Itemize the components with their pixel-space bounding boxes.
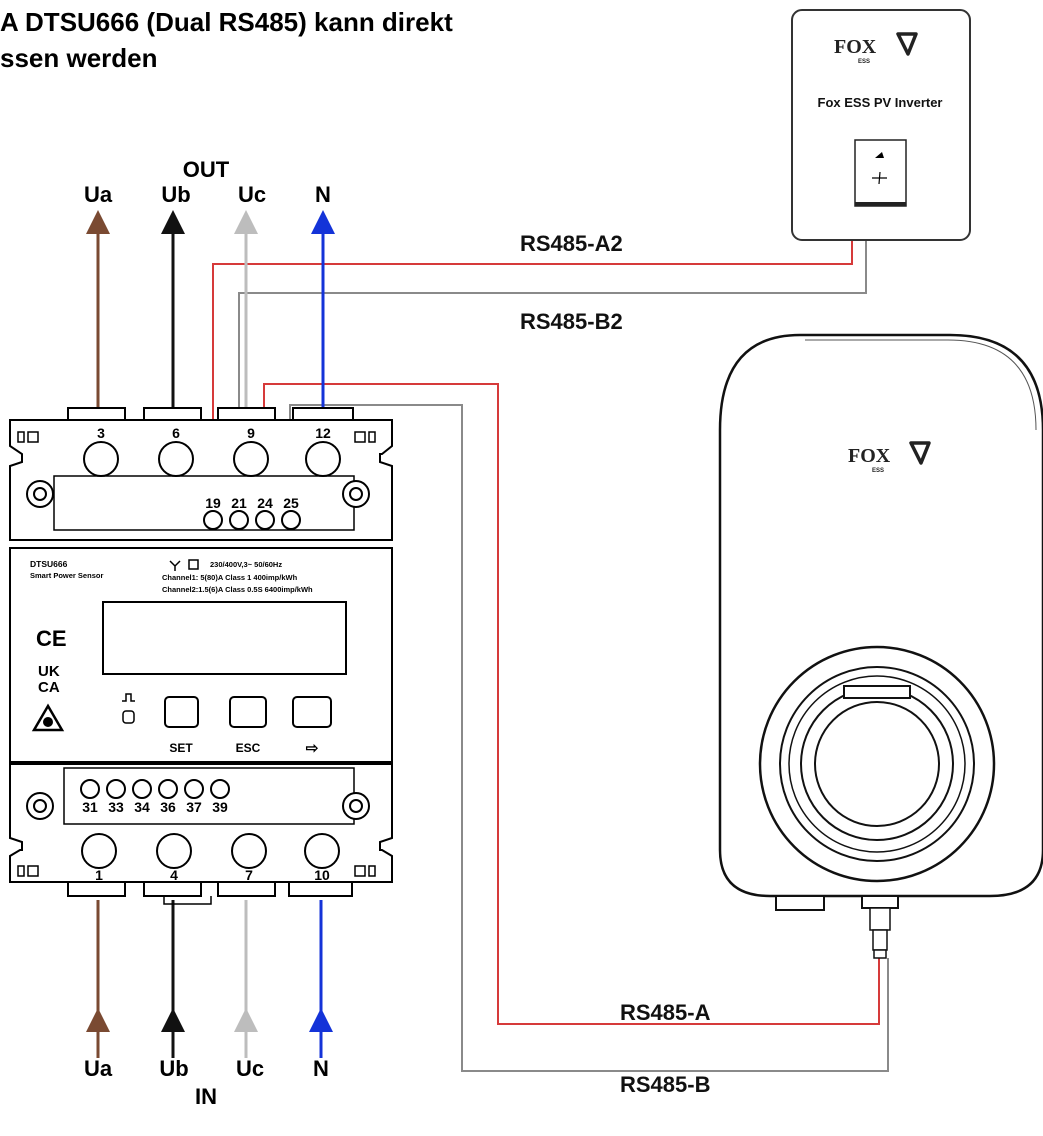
terminal-31: 31 — [82, 799, 98, 815]
out-label-ua: Ua — [84, 182, 113, 207]
meter-subtitle: Smart Power Sensor — [30, 571, 103, 580]
ce-mark: CE — [36, 626, 67, 651]
label-rs485-a2: RS485-A2 — [520, 231, 623, 256]
terminal-9: 9 — [247, 425, 255, 441]
out-title: OUT — [183, 157, 230, 182]
arrow-in-n — [309, 1008, 333, 1032]
terminal-19: 19 — [205, 495, 221, 511]
out-label-ub: Ub — [161, 182, 190, 207]
button-set-label: SET — [169, 741, 193, 755]
heading-line-1: A DTSU666 (Dual RS485) kann direkt — [0, 7, 453, 37]
pv-inverter: FOX ESS Fox ESS PV Inverter — [791, 9, 971, 241]
out-label-n: N — [315, 182, 331, 207]
meter-labels: 3 6 9 12 19 21 24 25 DTSU666 Smart Power… — [30, 425, 331, 883]
terminal-7: 7 — [245, 867, 253, 883]
terminal-25: 25 — [283, 495, 299, 511]
wire-rs485-b2 — [238, 240, 867, 515]
arrow-in-ub — [161, 1008, 185, 1032]
in-title: IN — [195, 1084, 217, 1109]
in-label-ub: Ub — [159, 1056, 188, 1081]
charging-socket-icon — [758, 645, 996, 883]
terminal-39: 39 — [212, 799, 228, 815]
wire-labels: RS485-A2 RS485-B2 RS485-A RS485-B — [520, 231, 711, 1097]
ukca-mark-ca: CA — [38, 679, 60, 696]
terminal-24: 24 — [257, 495, 273, 511]
fox-logo-icon — [896, 32, 918, 56]
terminal-37: 37 — [186, 799, 202, 815]
button-next-label: ⇨ — [306, 740, 319, 757]
terminal-3: 3 — [97, 425, 105, 441]
label-rs485-b2: RS485-B2 — [520, 309, 623, 334]
arrow-out-ua — [86, 210, 110, 234]
ukca-mark-uk: UK — [38, 663, 60, 680]
fox-logo-icon — [909, 441, 931, 465]
arrow-in-uc — [234, 1008, 258, 1032]
terminal-33: 33 — [108, 799, 124, 815]
heading-line-2: ssen werden — [0, 43, 158, 73]
in-label-n: N — [313, 1056, 329, 1081]
terminal-4: 4 — [170, 867, 178, 883]
dtsu666-meter — [9, 407, 393, 905]
in-label-ua: Ua — [84, 1056, 113, 1081]
inverter-name: Fox ESS PV Inverter — [818, 95, 943, 110]
terminal-6: 6 — [172, 425, 180, 441]
arrow-out-n — [311, 210, 335, 234]
phase-wires-out: OUT Ua Ub Uc N — [84, 157, 335, 412]
meter-spec-3: Channel2:1.5(6)A Class 0.5S 6400imp/kWh — [162, 585, 313, 594]
inverter-logo: FOX — [834, 36, 877, 58]
ev-charger: FOX ESS — [718, 333, 1043, 959]
wire-rs485-a2 — [212, 240, 853, 515]
charger-logo: FOX — [848, 445, 891, 467]
inverter-logo-sub: ESS — [858, 59, 870, 65]
meter-spec-1: 230/400V,3~ 50/60Hz — [210, 560, 282, 569]
label-rs485-b: RS485-B — [620, 1072, 710, 1097]
meter-model: DTSU666 — [30, 559, 68, 569]
terminal-12: 12 — [315, 425, 331, 441]
meter-spec-2: Channel1: 5(80)A Class 1 400imp/kWh — [162, 573, 298, 582]
in-label-uc: Uc — [236, 1056, 264, 1081]
pulse-led-icon — [122, 693, 135, 724]
terminal-10: 10 — [314, 867, 330, 883]
network-wye-icon — [169, 559, 199, 571]
wire-rs485-a — [263, 383, 880, 1025]
inverter-port-icon — [854, 139, 907, 207]
charger-logo-sub: ESS — [872, 468, 884, 474]
arrow-out-uc — [234, 210, 258, 234]
button-esc-label: ESC — [236, 741, 261, 755]
terminal-1: 1 — [95, 867, 103, 883]
terminal-21: 21 — [231, 495, 247, 511]
certification-triangle-icon — [31, 703, 65, 732]
arrow-out-ub — [161, 210, 185, 234]
out-label-uc: Uc — [238, 182, 266, 207]
label-rs485-a: RS485-A — [620, 1000, 711, 1025]
cable-gland-icon — [869, 907, 891, 959]
diagram-heading: A DTSU666 (Dual RS485) kann direkt ssen … — [0, 4, 453, 76]
arrow-in-ua — [86, 1008, 110, 1032]
terminal-36: 36 — [160, 799, 176, 815]
terminal-34: 34 — [134, 799, 150, 815]
phase-wires-in: Ua Ub Uc N IN — [84, 900, 333, 1109]
